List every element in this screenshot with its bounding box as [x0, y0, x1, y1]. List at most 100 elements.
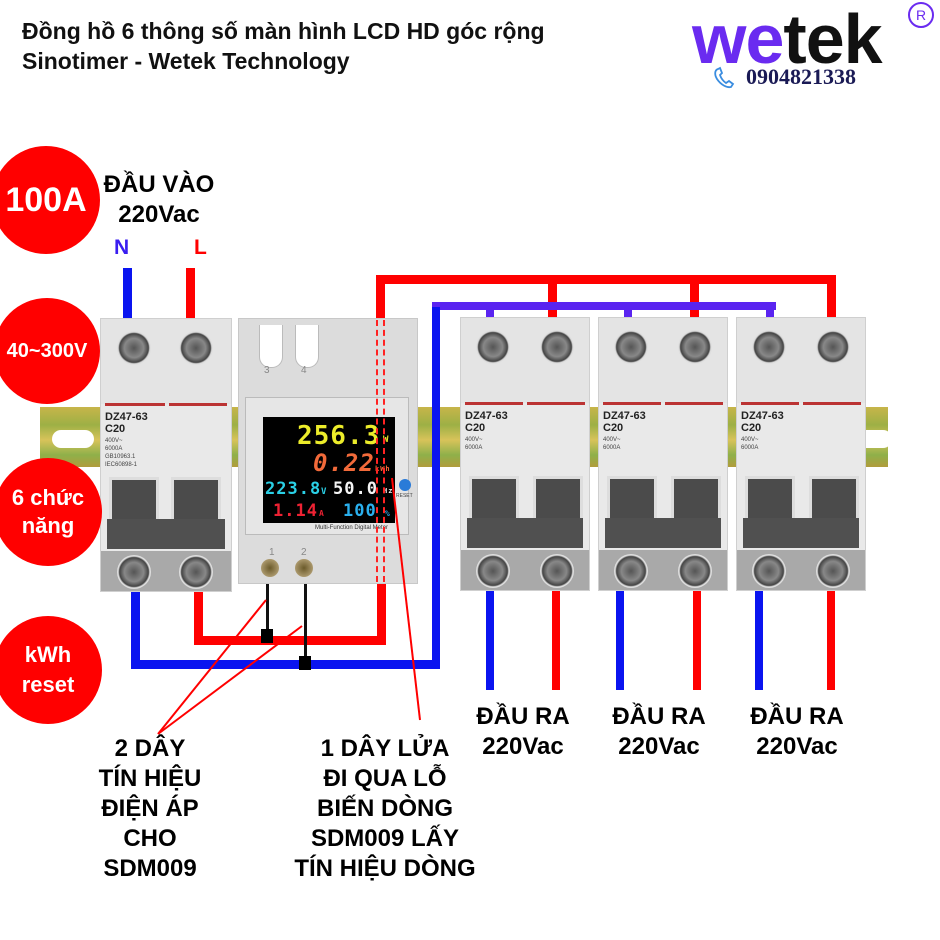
output-label-line1: ĐẦU RA [750, 703, 844, 730]
reset-button[interactable] [399, 479, 411, 491]
terminal-2-label: 2 [301, 547, 307, 558]
input-label-line2: 220Vac [118, 201, 200, 228]
current-reading: 1.14 [273, 501, 318, 521]
breaker-spec: 400V~ [465, 437, 483, 443]
breaker-toggle[interactable] [671, 476, 721, 519]
page-title: Đồng hồ 6 thông số màn hình LCD HD góc r… [22, 16, 545, 76]
note-line: SDM009 LẤY [310, 825, 460, 852]
output-label-3: ĐẦU RA 220Vac [736, 702, 858, 762]
registered-mark-icon: R [908, 2, 934, 28]
wetek-logo: wetek [692, 4, 883, 74]
screw-icon [614, 330, 648, 364]
terminal-2-screw [295, 559, 313, 577]
breaker-spec: 6000A [603, 445, 621, 451]
breaker-handle-bar[interactable] [743, 518, 859, 548]
breaker-toggle[interactable] [469, 476, 519, 519]
breaker-toggle[interactable] [533, 476, 583, 519]
note-line: BIẾN DÒNG [316, 795, 453, 822]
note-line: TÍN HIỆU DÒNG [294, 855, 476, 882]
current-signal-note: 1 DÂY LỬA ĐI QUA LỖ BIẾN DÒNG SDM009 LẤY… [270, 734, 500, 884]
pointer-line-1 [157, 599, 267, 735]
energy-reading: 0.22 [313, 449, 375, 477]
power-unit: W [383, 435, 390, 445]
breaker-toggle[interactable] [607, 476, 657, 519]
live-label: L [194, 236, 207, 259]
current-unit: A [319, 509, 325, 518]
output-live-1 [552, 588, 560, 690]
output-label-2: ĐẦU RA 220Vac [598, 702, 720, 762]
live-bus-top [376, 275, 836, 284]
badge-functions: 6 chức năng [0, 458, 102, 566]
screw-icon [540, 330, 574, 364]
output-neutral-3 [755, 588, 763, 690]
breaker-rating: C20 [603, 422, 624, 434]
badge-current: 100A [0, 146, 100, 254]
neutral-loop-left [131, 585, 140, 669]
signal-tap-2 [299, 656, 311, 670]
breaker-toggle[interactable] [109, 477, 159, 520]
output-label-line1: ĐẦU RA [612, 703, 706, 730]
note-line: SDM009 [103, 855, 197, 882]
live-bus-drop-3 [827, 275, 836, 320]
screw-icon [752, 330, 786, 364]
screw-icon [614, 554, 648, 588]
breaker-spec: 400V~ [603, 437, 621, 443]
input-neutral-wire [123, 268, 132, 318]
output-label-line2: 220Vac [482, 733, 564, 760]
screw-icon [179, 555, 213, 589]
title-line-1: Đồng hồ 6 thông số màn hình LCD HD góc r… [22, 18, 545, 44]
terminal-4-label: 4 [301, 365, 307, 376]
note-line: TÍN HIỆU [98, 765, 202, 792]
breaker-model: DZ47-63 [105, 411, 148, 423]
breaker-spec: 6000A [741, 445, 759, 451]
signal-wire-2 [304, 580, 307, 660]
screw-icon [752, 554, 786, 588]
breaker-spec: GB10963.1 [105, 454, 136, 460]
phone-number: 0904821338 [746, 64, 856, 89]
main-breaker: DZ47-63 C20 400V~ 6000A GB10963.1 IEC608… [100, 318, 232, 592]
badge-voltage-range: 40~300V [0, 298, 100, 404]
breaker-toggle[interactable] [745, 476, 795, 519]
note-line: 2 DÂY [114, 735, 186, 762]
live-bus-drop-1 [548, 275, 557, 317]
note-line: ĐI QUA LỖ [323, 765, 447, 792]
breaker-handle-bar[interactable] [107, 519, 225, 549]
live-loop-bottom [194, 636, 384, 645]
breaker-toggle[interactable] [809, 476, 859, 519]
title-line-2: Sinotimer - Wetek Technology [22, 48, 350, 74]
frequency-reading: 50.0 [333, 479, 378, 499]
screw-icon [678, 554, 712, 588]
output-neutral-1 [486, 588, 494, 690]
screw-icon [816, 330, 850, 364]
logo-tek: tek [783, 0, 882, 78]
voltage-signal-note: 2 DÂY TÍN HIỆU ĐIỆN ÁP CHO SDM009 [80, 734, 220, 884]
neutral-bus-drop-3 [766, 302, 774, 317]
energy-unit: kWh [375, 465, 391, 473]
output-label-line2: 220Vac [756, 733, 838, 760]
frequency-unit: Hz [383, 487, 394, 495]
breaker-spec: 400V~ [741, 437, 759, 443]
breaker-handle-bar[interactable] [605, 518, 721, 548]
input-live-wire [186, 268, 195, 318]
pf-unit: % [385, 509, 391, 518]
note-line: ĐIỆN ÁP [101, 795, 199, 822]
note-line: CHO [123, 825, 177, 852]
input-label: ĐẦU VÀO 220Vac [96, 170, 222, 230]
screw-icon [179, 331, 213, 365]
neutral-loop-bottom [131, 660, 440, 669]
output-breaker-1: DZ47-63 C20 400V~ 6000A [460, 317, 590, 591]
ct-passthrough-wire [376, 320, 385, 582]
output-label-line2: 220Vac [618, 733, 700, 760]
output-label-line1: ĐẦU RA [476, 703, 570, 730]
reset-label: RESET [396, 493, 413, 499]
lcd-screen: 256.3 W 0.22 kWh 223.8 V 50.0 Hz 1.14 A … [263, 417, 395, 523]
screw-icon [678, 330, 712, 364]
breaker-handle-bar[interactable] [467, 518, 583, 548]
voltage-unit: V [321, 487, 328, 497]
breaker-spec: IEC60898-1 [105, 462, 138, 468]
pointer-line-3 [391, 477, 421, 721]
voltage-reading: 223.8 [265, 479, 322, 499]
breaker-toggle[interactable] [171, 477, 221, 520]
